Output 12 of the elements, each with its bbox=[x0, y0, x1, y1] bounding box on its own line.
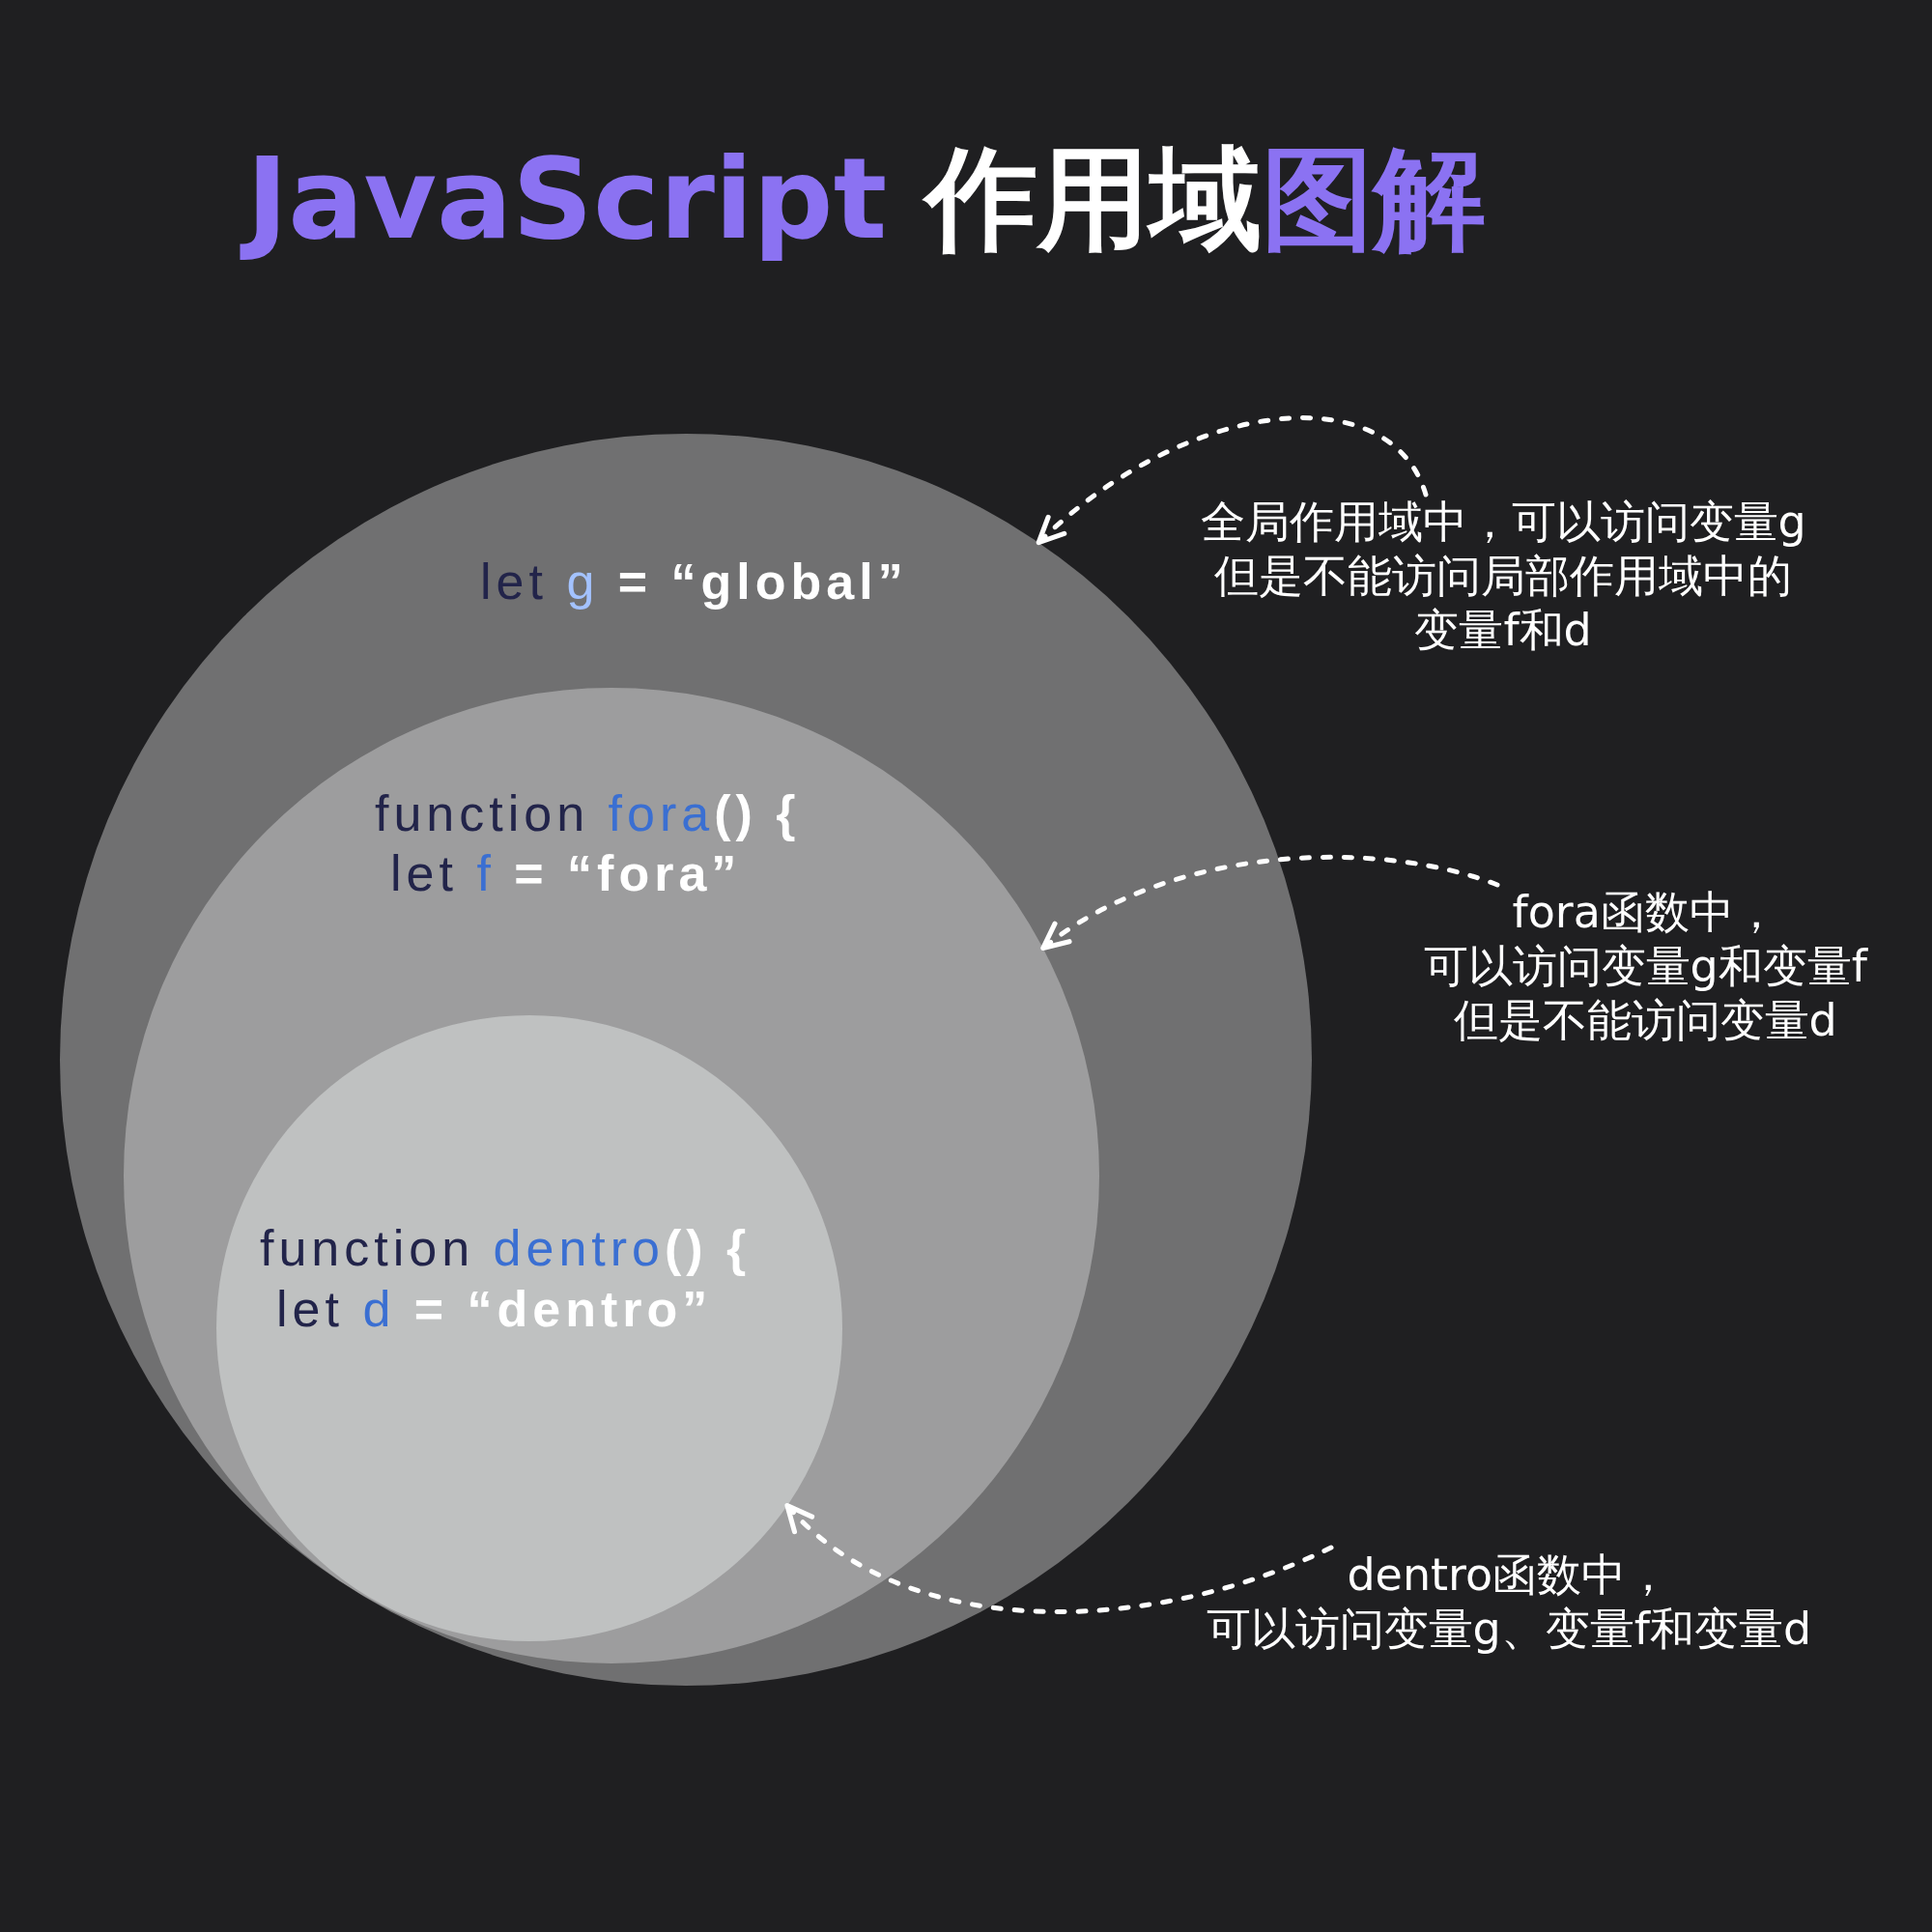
dashed-arrow bbox=[1036, 415, 1429, 546]
code-line: function dentro() { bbox=[260, 1219, 752, 1278]
note-text: dentro函数中，可以访问变量g、变量f和变量d bbox=[1206, 1548, 1812, 1656]
note-text: 全局作用域中，可以访问变量g但是不能访问局部作用域中的变量f和d bbox=[1200, 495, 1806, 657]
code-line: let g = “global” bbox=[480, 553, 908, 611]
code-line: let f = “fora” bbox=[390, 844, 742, 903]
note-text: fora函数中，可以访问变量g和变量f但是不能访问变量d bbox=[1423, 885, 1867, 1047]
dashed-arrow bbox=[1040, 854, 1500, 952]
code-line: let d = “dentro” bbox=[276, 1280, 713, 1339]
code-line: function fora() { bbox=[375, 784, 801, 843]
title: JavaScript 作用域图解 bbox=[232, 126, 1500, 276]
dashed-arrow bbox=[784, 1502, 1334, 1614]
